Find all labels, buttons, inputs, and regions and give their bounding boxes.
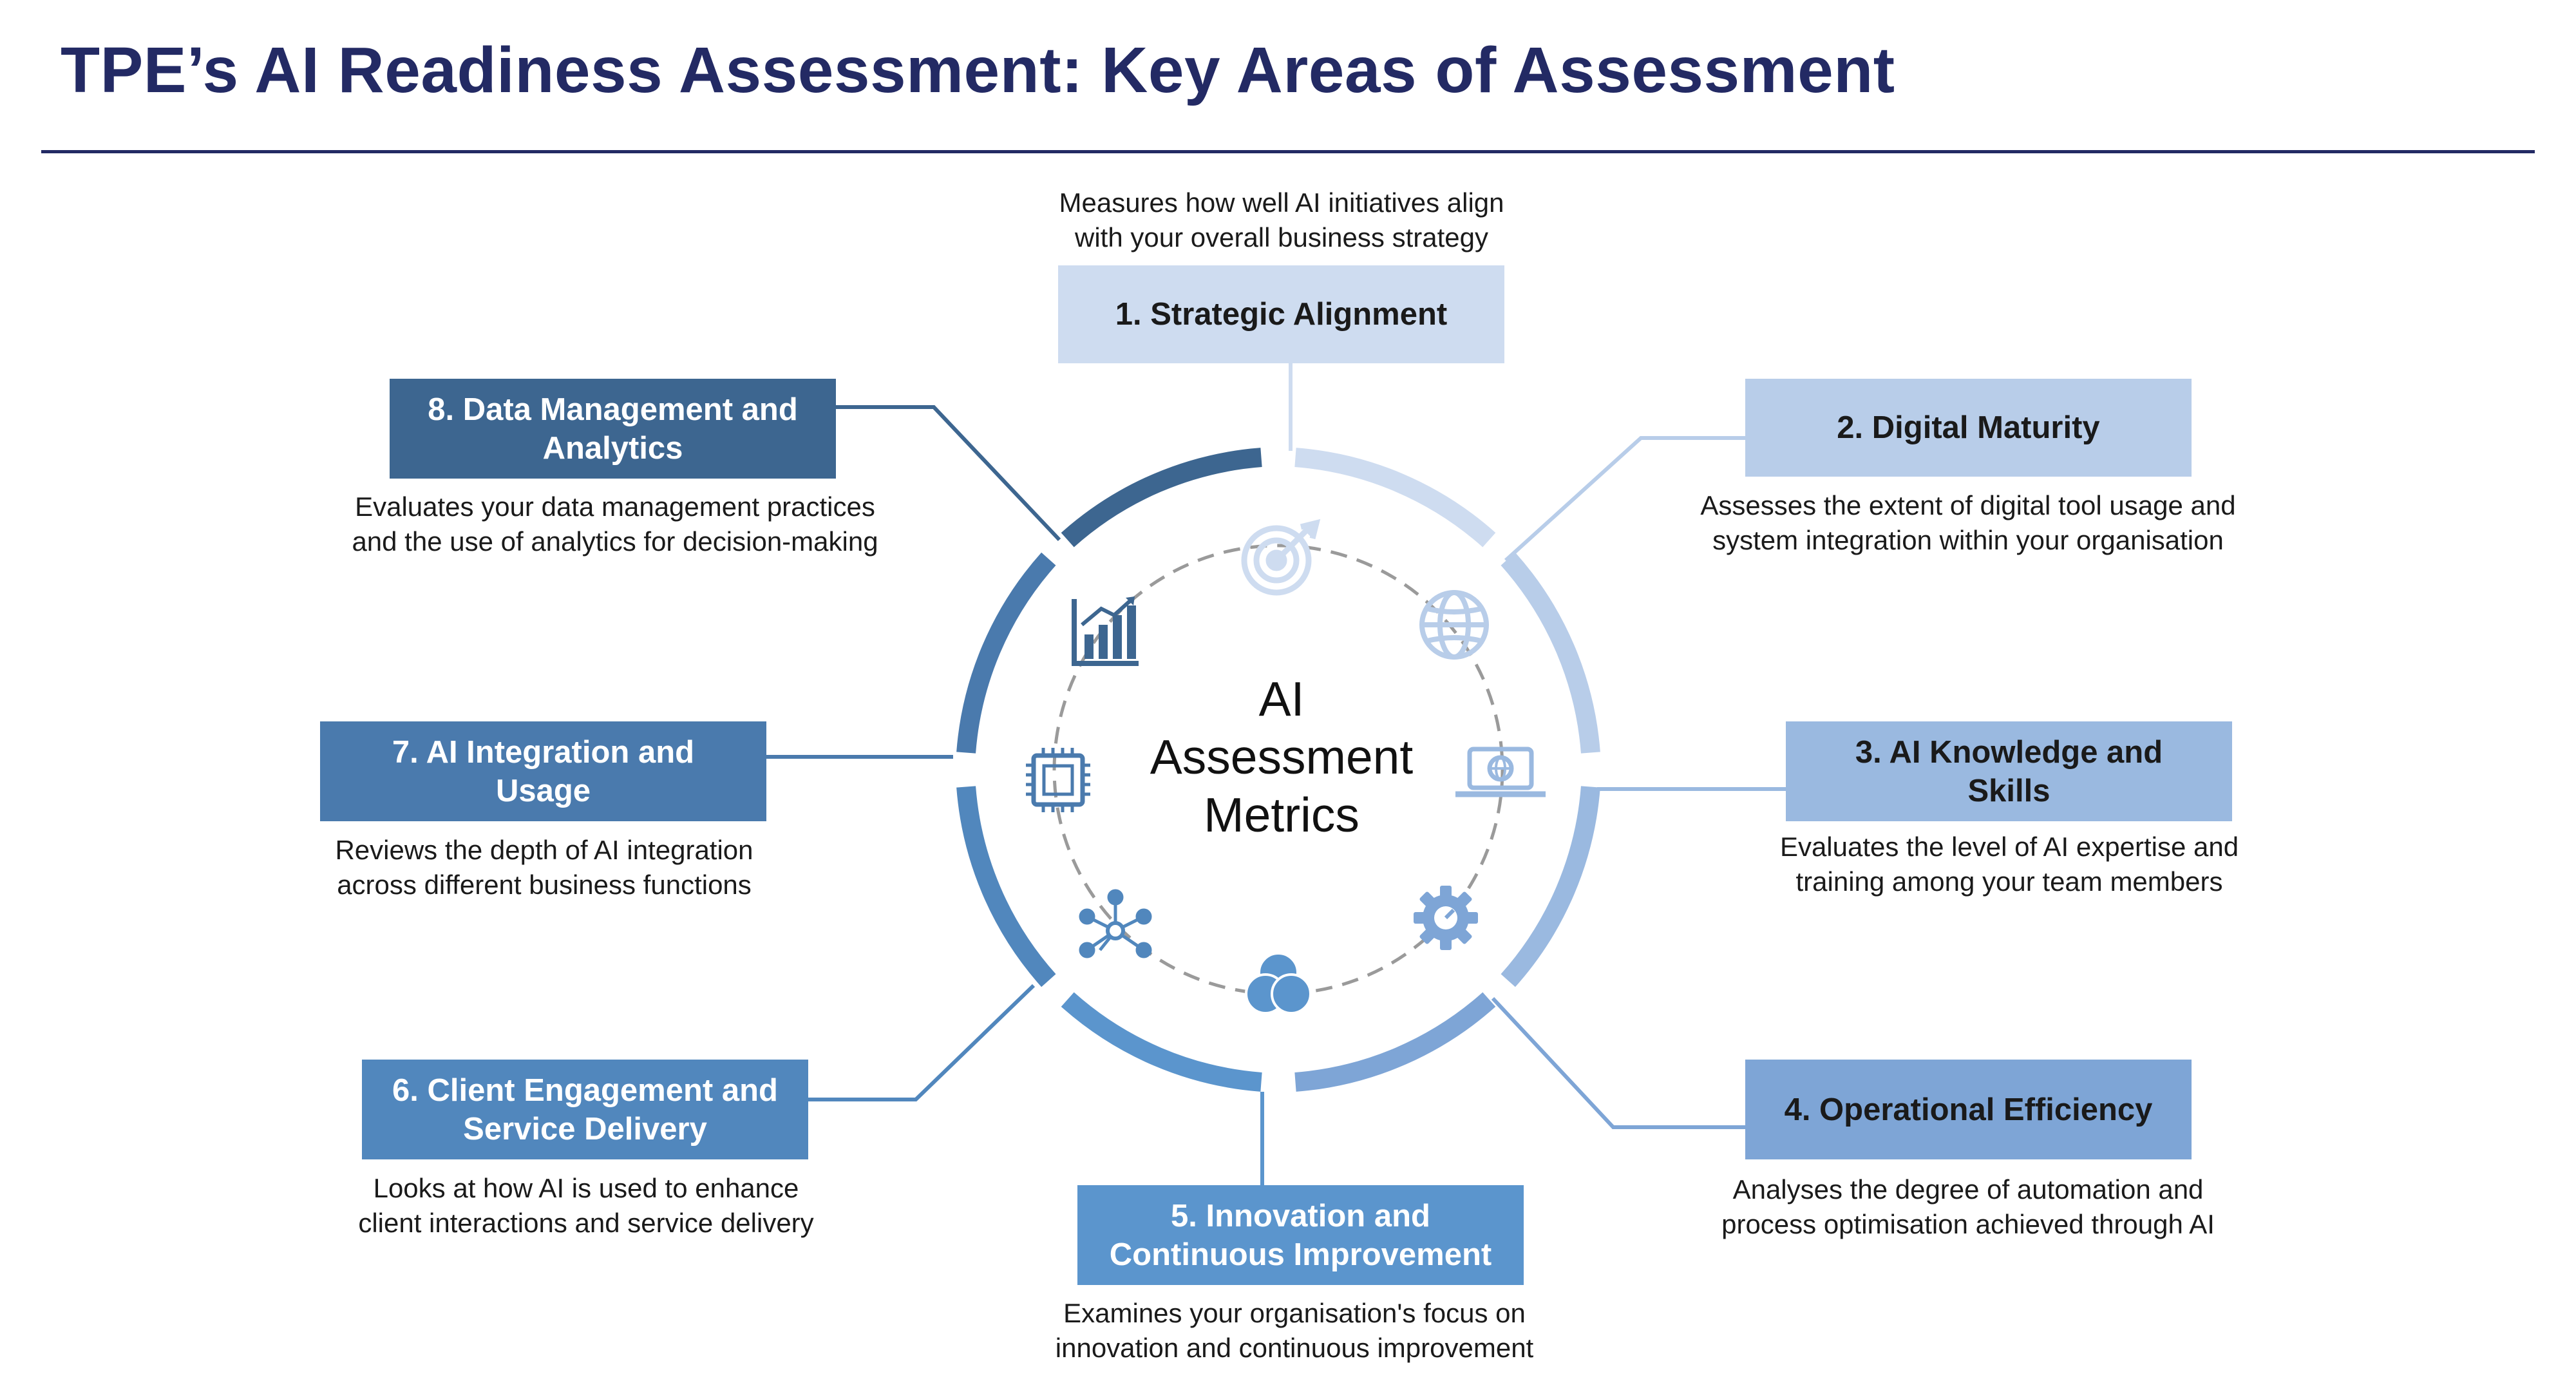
ring-segment-3	[1501, 786, 1600, 987]
area-4-box: 4. Operational Efficiency	[1745, 1060, 2192, 1159]
network-icon	[1079, 889, 1152, 958]
ring-segment-7	[956, 552, 1056, 754]
area-7-box: 7. AI Integration and Usage	[320, 721, 766, 821]
page-title: TPE’s AI Readiness Assessment: Key Areas…	[61, 34, 1895, 106]
ring-segment-2	[1501, 552, 1600, 754]
ring-segment-5	[1061, 992, 1262, 1092]
connector-6	[807, 984, 1036, 1101]
area-4-description: Analyses the degree of automation and pr…	[1721, 1174, 2215, 1239]
area-5-box: 5. Innovation and Continuous Improvement	[1077, 1185, 1524, 1285]
center-label-line3: Metrics	[1204, 788, 1359, 842]
ring-segment-4	[1294, 992, 1496, 1092]
ring-segment-6	[956, 786, 1056, 987]
ring-segment-8	[1061, 448, 1262, 547]
area-6-description: Looks at how AI is used to enhance clien…	[358, 1173, 814, 1238]
chip-icon	[1026, 748, 1090, 812]
area-8-box: 8. Data Management and Analytics	[390, 379, 836, 479]
ring-segment-1	[1294, 448, 1496, 547]
area-3-description: Evaluates the level of AI expertise and …	[1779, 832, 2239, 897]
area-2-description: Assesses the extent of digital tool usag…	[1700, 490, 2236, 555]
area-1-label: 1. Strategic Alignment	[1115, 297, 1448, 332]
area-6-box: 6. Client Engagement and Service Deliver…	[362, 1060, 808, 1159]
area-2-label: 2. Digital Maturity	[1837, 410, 2100, 445]
area-1-box: 1. Strategic Alignment	[1058, 265, 1504, 363]
center-label-line2: Assessment	[1150, 730, 1414, 784]
area-2-box: 2. Digital Maturity	[1745, 379, 2192, 477]
title-divider	[41, 150, 2535, 153]
connector-4	[1491, 996, 1745, 1129]
chart-icon	[1072, 596, 1139, 666]
area-5-description: Examines your organisation's focus on in…	[1055, 1298, 1534, 1363]
gear-icon	[1414, 886, 1478, 950]
area-4-label: 4. Operational Efficiency	[1784, 1092, 2153, 1127]
area-3-box: 3. AI Knowledge and Skills	[1786, 721, 2232, 821]
globe-icon	[1419, 590, 1489, 660]
area-8-description: Evaluates your data management practices…	[352, 491, 878, 557]
target-icon	[1241, 519, 1321, 596]
connector-2	[1504, 436, 1745, 562]
venn-icon	[1245, 952, 1312, 1014]
area-7-description: Reviews the depth of AI integration acro…	[335, 835, 753, 900]
laptop-icon	[1455, 747, 1546, 797]
area-1-description: Measures how well AI initiatives align w…	[1059, 187, 1504, 252]
connector-8	[835, 405, 1061, 542]
center-label: AI Assessment Metrics	[1101, 670, 1462, 844]
center-label-line1: AI	[1258, 672, 1305, 726]
